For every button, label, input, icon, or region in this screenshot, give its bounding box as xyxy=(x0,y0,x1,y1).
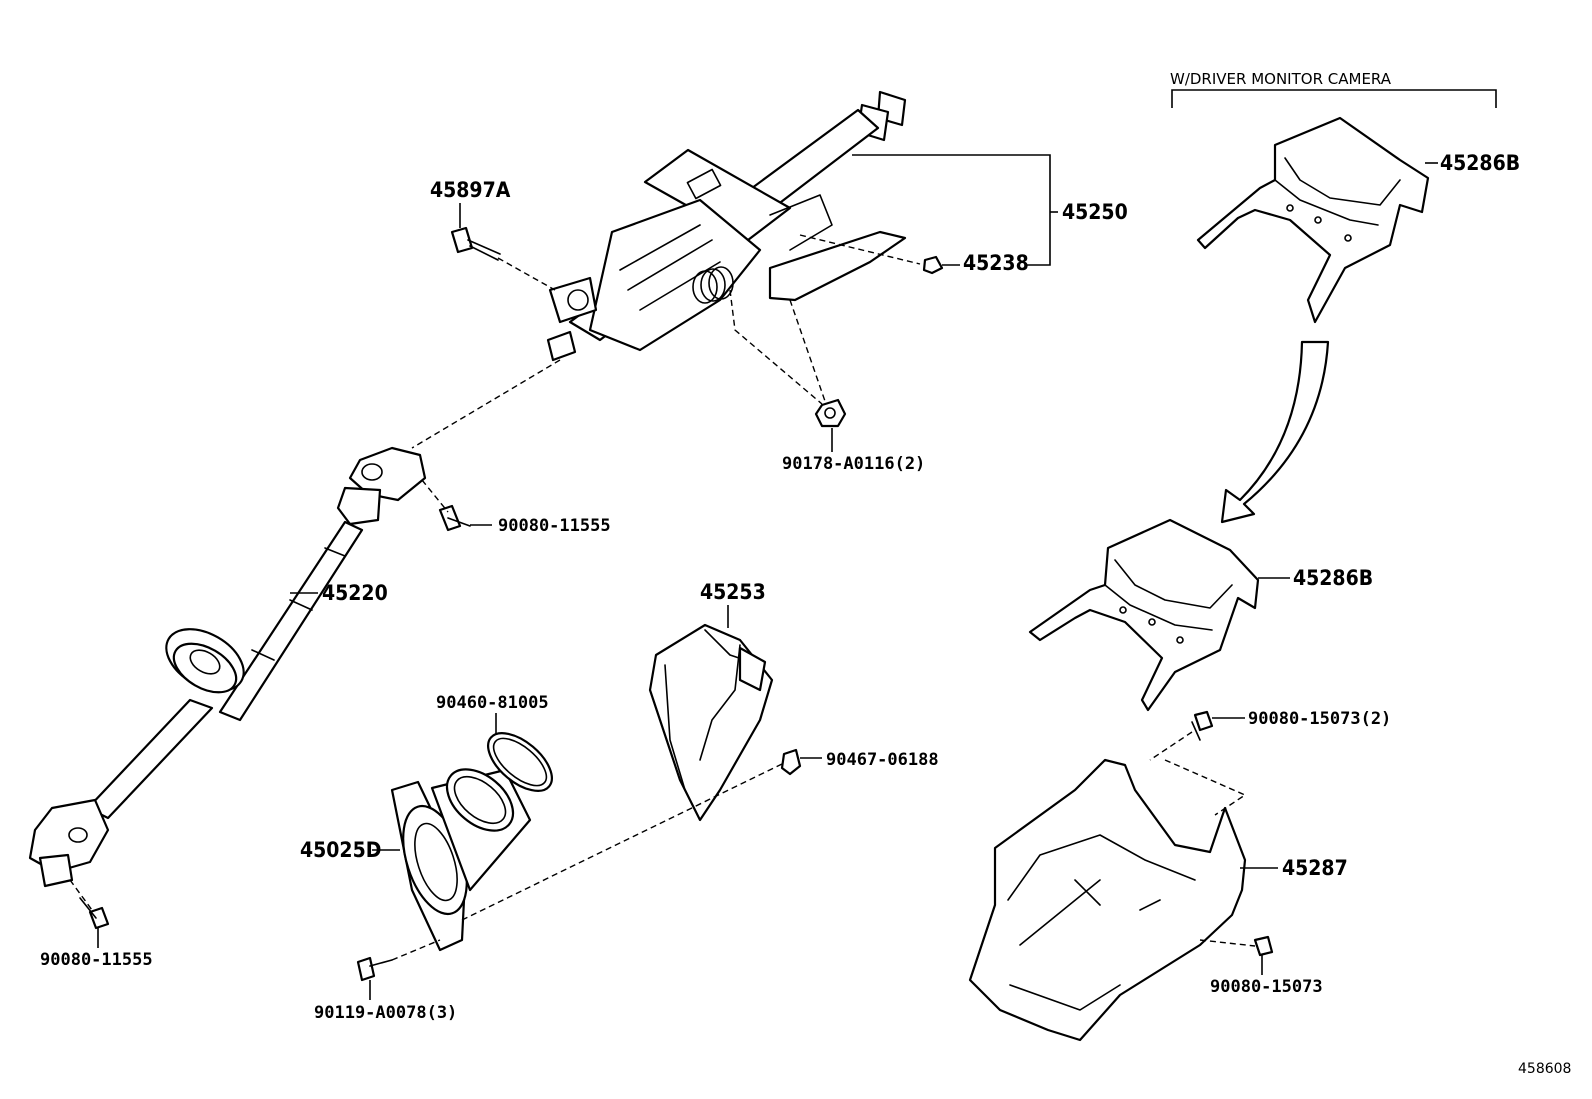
label-45220: 45220 xyxy=(322,581,388,605)
label-45286B-top: 45286B xyxy=(1440,151,1520,175)
cover-45253 xyxy=(648,623,774,822)
clip-90467 xyxy=(780,748,802,776)
label-45287: 45287 xyxy=(1282,856,1348,880)
bolt-90080-upper xyxy=(438,504,471,532)
label-90080-11555-lower: 90080-11555 xyxy=(40,950,153,970)
column-cover-upper-camera xyxy=(1196,116,1430,324)
label-45286B-mid: 45286B xyxy=(1293,566,1373,590)
steering-column-assembly xyxy=(546,90,907,362)
clamp-90460 xyxy=(487,732,553,792)
label-45250: 45250 xyxy=(1062,200,1128,224)
part-labels: 45897A 45250 45238 90178-A0116(2) 90080-… xyxy=(40,70,1571,1077)
screw-90119 xyxy=(356,956,393,982)
label-90178-A0116: 90178-A0116(2) xyxy=(782,454,925,474)
nut-45238 xyxy=(922,255,944,275)
label-45253: 45253 xyxy=(700,580,766,604)
bolt-45897A xyxy=(450,226,501,261)
leader-lines xyxy=(97,89,1497,1000)
label-45897A: 45897A xyxy=(430,178,511,202)
bolt-90080-lower xyxy=(79,897,110,930)
column-cover-lower xyxy=(968,758,1247,1042)
assembly-dashed-lines xyxy=(69,234,1256,961)
label-45238: 45238 xyxy=(963,251,1029,275)
label-90467-06188: 90467-06188 xyxy=(826,750,939,770)
direction-arrow xyxy=(1220,340,1330,524)
variant-caption: W/DRIVER MONITOR CAMERA xyxy=(1170,70,1392,88)
intermediate-shaft xyxy=(28,446,427,888)
nut-90178 xyxy=(814,398,847,428)
label-90080-15073: 90080-15073 xyxy=(1210,977,1323,997)
label-90080-15073-2: 90080-15073(2) xyxy=(1248,709,1391,729)
label-45025D: 45025D xyxy=(300,838,381,862)
column-cover-upper xyxy=(1028,518,1260,712)
label-90119-A0078: 90119-A0078(3) xyxy=(314,1003,457,1023)
screw-90080-15073-upper xyxy=(1191,710,1214,741)
hole-cover-45025D xyxy=(390,768,532,952)
diagram-reference-number: 458608 xyxy=(1518,1061,1571,1077)
label-90460-81005: 90460-81005 xyxy=(436,693,549,713)
screw-90080-15073-lower xyxy=(1253,935,1274,957)
label-90080-11555-upper: 90080-11555 xyxy=(498,516,611,536)
